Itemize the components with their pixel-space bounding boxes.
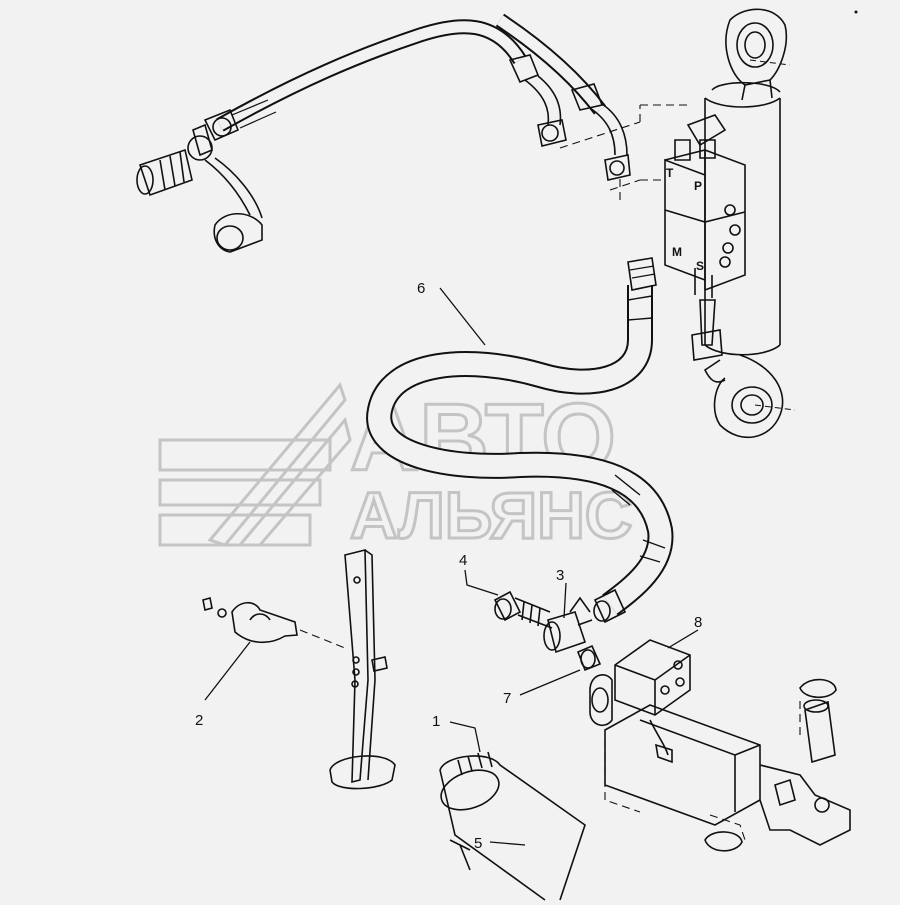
- leader-5: [489, 841, 526, 846]
- watermark-logo-icon: [158, 381, 352, 547]
- top-hose-assembly: [136, 13, 690, 253]
- leader-7: [519, 669, 581, 696]
- fittings: [493, 590, 602, 672]
- leader-4: [464, 569, 499, 596]
- leader-3: [563, 582, 567, 619]
- callout-6: 6: [417, 280, 425, 297]
- callout-4: 4: [459, 552, 467, 569]
- leader-6: [439, 287, 486, 346]
- callout-1: 1: [432, 713, 440, 730]
- corner-dot: [854, 10, 858, 14]
- callout-5: 5: [474, 835, 482, 852]
- lower-cylinder-assembly: [589, 639, 851, 852]
- callout-2: 2: [195, 712, 203, 729]
- leader-1: [449, 721, 481, 753]
- watermark-line2: АЛЬЯНС: [350, 478, 632, 552]
- callout-leaders: [204, 287, 699, 846]
- support-bracket: [329, 548, 396, 790]
- port-label-s: S: [696, 259, 704, 273]
- leader-8: [667, 629, 699, 649]
- callout-3: 3: [556, 567, 564, 584]
- callout-7: 7: [503, 690, 511, 707]
- coiled-hose: [366, 257, 674, 624]
- top-cylinder-assembly: [664, 8, 796, 439]
- leader-2: [204, 641, 251, 701]
- port-label-p: P: [694, 179, 702, 193]
- hose-clamp: [202, 596, 346, 649]
- callout-8: 8: [694, 614, 702, 631]
- port-label-t: T: [666, 166, 674, 180]
- port-label-m: M: [672, 245, 682, 259]
- protective-sleeve: [439, 751, 586, 901]
